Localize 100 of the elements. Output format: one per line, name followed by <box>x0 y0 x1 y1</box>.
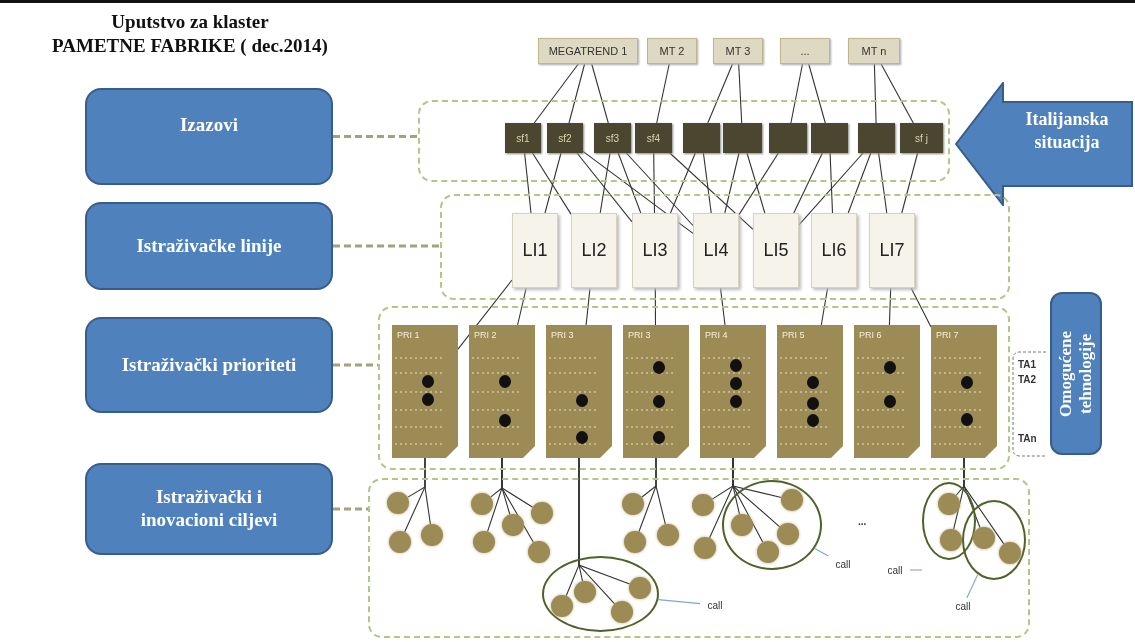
goal-circle <box>502 514 524 536</box>
goal-circle <box>622 493 644 515</box>
connector-line <box>888 287 892 326</box>
connector-line <box>808 63 826 124</box>
block-arrow <box>955 82 1133 206</box>
factor-box <box>811 123 848 153</box>
group-ellipse <box>962 500 1026 580</box>
priority-label: PRI 2 <box>474 330 497 340</box>
connector-line <box>901 152 919 214</box>
goal-circle <box>611 601 633 623</box>
group-ellipse <box>722 480 822 570</box>
priority-card <box>623 325 689 458</box>
priority-card <box>777 325 843 458</box>
factor-box: sf j <box>900 123 943 153</box>
connector-line <box>793 152 823 214</box>
dashed-connector <box>333 507 368 511</box>
connector-line <box>585 287 591 326</box>
category-box: Istraživački prioriteti <box>85 317 333 413</box>
category-box: Istraživačke linije <box>85 202 333 290</box>
goal-circle <box>421 524 443 546</box>
priority-label: PRI 4 <box>705 330 728 340</box>
group-ellipse <box>542 556 659 632</box>
priority-label: PRI 7 <box>936 330 959 340</box>
goal-circle <box>694 537 716 559</box>
priority-card <box>854 325 920 458</box>
connector-line <box>669 152 696 214</box>
connector-line <box>702 152 712 214</box>
connector-line <box>790 63 804 124</box>
group-frame <box>440 194 1010 300</box>
connector-line <box>820 287 829 326</box>
connector-line <box>591 63 609 124</box>
megatrend-box: MEGATREND 1 <box>538 38 638 64</box>
connector-line <box>656 63 670 124</box>
priority-card <box>931 325 997 458</box>
megatrend-box: MT 2 <box>647 38 697 64</box>
leader-line <box>909 569 923 571</box>
connector-line <box>963 457 1005 545</box>
connector-line <box>625 152 694 227</box>
goal-circle <box>973 527 995 549</box>
connector-line <box>517 287 527 326</box>
connector-line <box>599 152 611 214</box>
connector-line <box>878 152 888 214</box>
priority-card <box>546 325 612 458</box>
factor-box <box>723 123 762 153</box>
leader-line <box>966 573 979 599</box>
megatrend-box: MT 3 <box>713 38 763 64</box>
leader-line <box>657 599 701 605</box>
connector-line <box>531 152 572 215</box>
goal-circle <box>657 524 679 546</box>
leader-line <box>814 547 829 557</box>
goal-circle <box>574 581 596 603</box>
connector-line <box>544 152 562 214</box>
call-label: call <box>700 597 730 613</box>
call-label: call <box>880 562 910 578</box>
connector-line <box>724 152 740 214</box>
ellipsis-text: ... <box>858 516 867 527</box>
connector-line <box>910 287 932 328</box>
rotated-text: Omogućene tehnologije <box>1056 329 1096 419</box>
connector-line <box>655 457 666 525</box>
connector-line <box>533 63 579 124</box>
connector-line <box>738 63 743 124</box>
priority-card <box>469 325 535 458</box>
priority-card <box>392 325 458 458</box>
factor-box: sf4 <box>635 123 672 153</box>
category-box: Istraživački i inovacioni ciljevi <box>85 463 333 555</box>
goal-circle <box>757 541 779 563</box>
factor-box <box>769 123 807 153</box>
goal-circle <box>731 514 753 536</box>
megatrend-box: MT n <box>848 38 900 64</box>
call-label: call <box>948 598 978 614</box>
tech-area-label: TA2 <box>1018 374 1037 385</box>
connector-line <box>501 457 535 544</box>
call-label: call <box>828 556 858 572</box>
factor-box <box>858 123 895 153</box>
goal-circle <box>624 531 646 553</box>
category-box: Izazovi <box>85 88 333 185</box>
factor-box: sf1 <box>505 123 541 153</box>
connector-line <box>576 152 633 223</box>
goal-circle <box>528 541 550 563</box>
goal-circle <box>387 492 409 514</box>
dashed-connector <box>333 363 378 367</box>
title: Uputstvo za klaster PAMETNE FABRIKE ( dec.2014) <box>51 10 329 58</box>
goal-circle <box>473 531 495 553</box>
priority-label: PRI 1 <box>397 330 420 340</box>
dashed-connector <box>333 244 440 248</box>
connector-line <box>669 152 754 230</box>
goal-circle <box>938 493 960 515</box>
megatrend-box: ... <box>780 38 830 64</box>
arrow-text: Italijanska situacija <box>1024 108 1110 155</box>
goal-circle <box>531 502 553 524</box>
connector-line <box>873 63 877 124</box>
goal-circle <box>781 489 803 511</box>
connector-line <box>568 63 586 124</box>
goal-circle <box>629 577 651 599</box>
connector-line <box>829 152 834 214</box>
connector-line <box>847 152 872 214</box>
goal-circle <box>389 531 411 553</box>
connector-line <box>582 150 694 234</box>
group-frame <box>378 306 1010 470</box>
goal-circle <box>551 595 573 617</box>
